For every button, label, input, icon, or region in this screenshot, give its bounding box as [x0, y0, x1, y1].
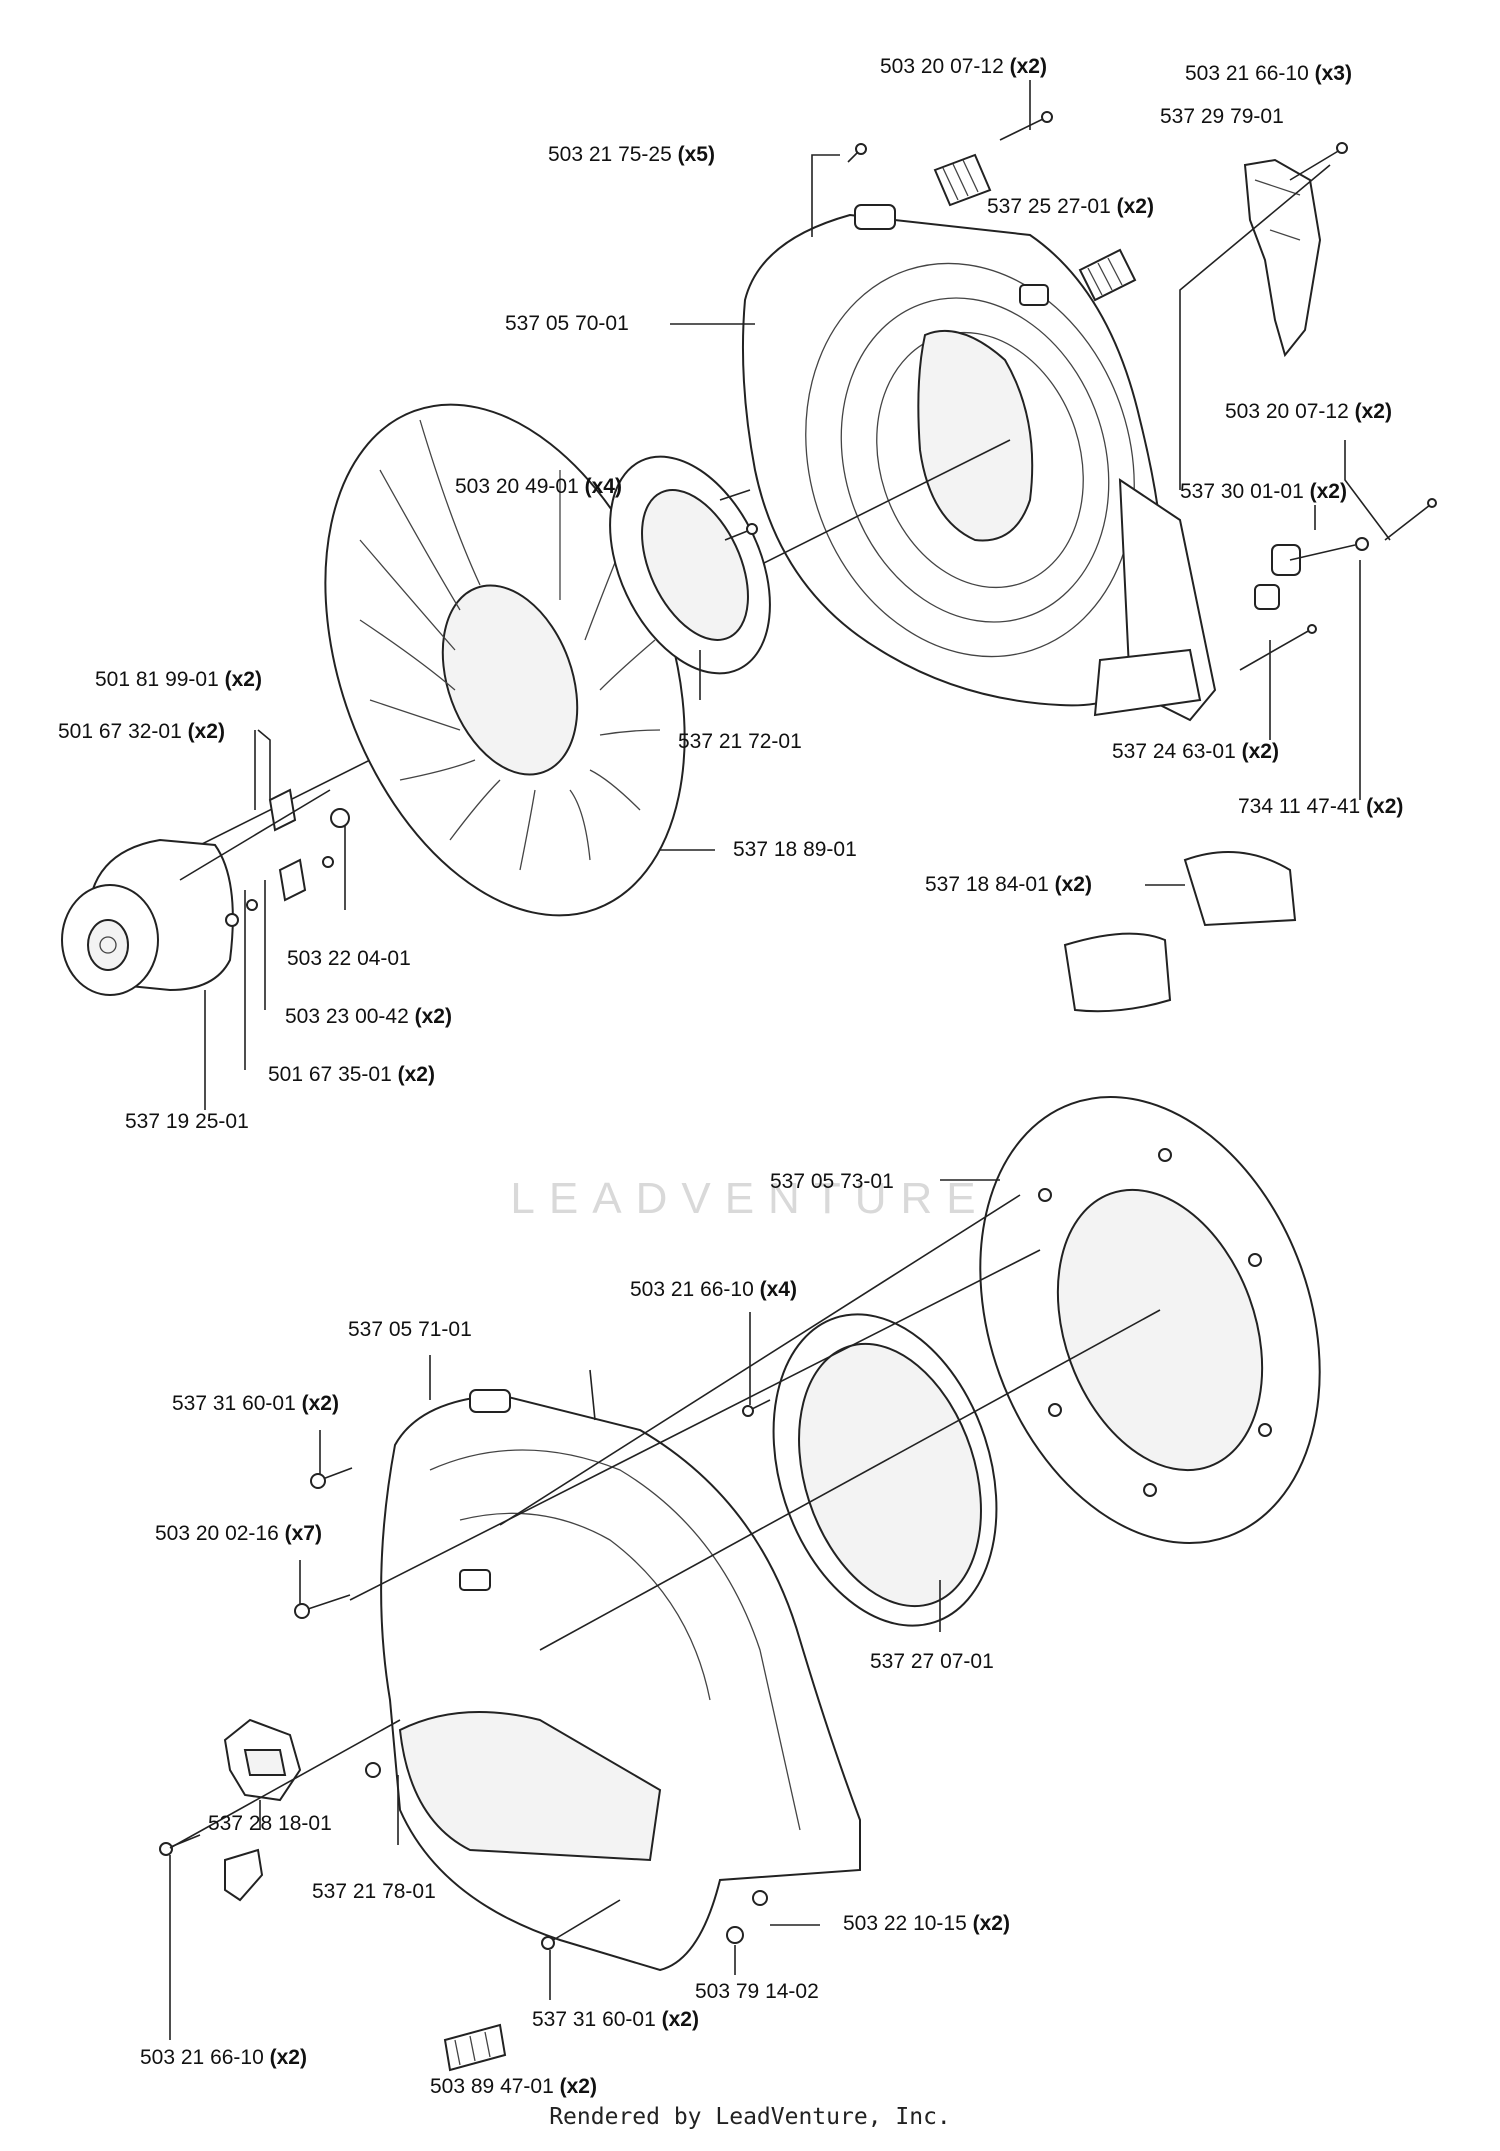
part-label: 537 19 25-01: [125, 1110, 249, 1133]
fastener-cluster: [179, 788, 350, 927]
part-label: 503 79 14-02: [695, 1980, 819, 2003]
tube-clip-part: [1063, 851, 1297, 1013]
part-label: 501 67 35-01 (x2): [268, 1063, 435, 1086]
bracket-part: [1243, 142, 1348, 358]
part-label: 537 05 73-01: [770, 1170, 894, 1193]
hub-part: [61, 838, 234, 996]
screw-part: [847, 143, 867, 163]
part-label: 503 23 00-42 (x2): [285, 1005, 452, 1028]
part-label: 537 18 89-01: [733, 838, 857, 861]
part-label: 503 21 66-10 (x2): [140, 2046, 307, 2069]
ring-plate-part: [609, 455, 771, 675]
part-label: 734 11 47-41 (x2): [1238, 795, 1404, 818]
part-label: 537 31 60-01 (x2): [172, 1392, 339, 1415]
spring-part: [933, 153, 992, 207]
clip-part: [224, 1848, 264, 1902]
part-label: 501 81 99-01 (x2): [95, 668, 262, 691]
part-label: 503 89 47-01 (x2): [430, 2075, 597, 2098]
screw-part: [159, 1399, 771, 1950]
clamp-part: [1254, 537, 1369, 610]
part-label: 537 21 78-01: [312, 1880, 436, 1903]
part-label: 503 22 04-01: [287, 947, 411, 970]
impeller-fan-part: [324, 403, 686, 917]
watermark: LEADVENTURE: [510, 1174, 990, 1223]
bracket-part: [223, 1718, 302, 1802]
part-label: 503 20 07-12 (x2): [1225, 400, 1392, 423]
part-label: 537 05 70-01: [505, 312, 629, 335]
part-label: 503 20 49-01 (x4): [455, 475, 622, 498]
part-label: 503 21 75-25 (x5): [548, 143, 715, 166]
part-label: 503 22 10-15 (x2): [843, 1912, 1010, 1935]
spring-part: [1078, 248, 1137, 302]
part-label: 537 27 07-01: [870, 1650, 994, 1673]
part-label: 537 18 84-01 (x2): [925, 873, 1092, 896]
part-label: 503 21 66-10 (x4): [630, 1278, 797, 1301]
part-label: 503 21 66-10 (x3): [1185, 62, 1352, 85]
part-label: 537 21 72-01: [678, 730, 802, 753]
part-label: 537 25 27-01 (x2): [987, 195, 1154, 218]
part-label: 503 20 07-12 (x2): [880, 55, 1047, 78]
fan-housing-part: [741, 204, 1217, 722]
footer-credit: Rendered by LeadVenture, Inc.: [549, 2104, 951, 2130]
part-label: 537 29 79-01: [1160, 105, 1284, 128]
part-label: 537 24 63-01 (x2): [1112, 740, 1279, 763]
spring-clip-part: [443, 2023, 507, 2072]
part-label: 537 05 71-01: [348, 1318, 472, 1341]
volute-housing-part: [380, 1389, 861, 1972]
part-label: 537 28 18-01: [208, 1812, 332, 1835]
cover-plate-part: [979, 1096, 1321, 1544]
gasket-ring-part: [772, 1313, 998, 1627]
part-label: 503 20 02-16 (x7): [155, 1522, 322, 1545]
part-label: 537 31 60-01 (x2): [532, 2008, 699, 2031]
part-label: 537 30 01-01 (x2): [1180, 480, 1347, 503]
part-label: 501 67 32-01 (x2): [58, 720, 225, 743]
screw-part: [999, 111, 1053, 141]
